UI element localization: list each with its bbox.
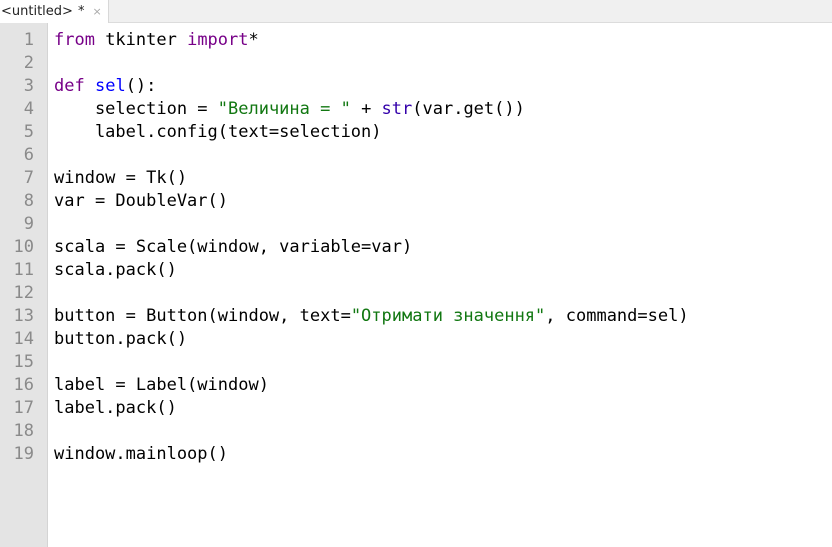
line-number: 16 [13,375,34,395]
line-number: 12 [13,283,34,303]
code-line[interactable]: from tkinter import* [54,29,829,52]
code-line[interactable]: window.mainloop() [54,443,829,466]
tab-bar: <untitled> * × [0,0,832,23]
line-number: 15 [13,352,34,372]
code-line[interactable] [54,282,829,305]
tab-title: <untitled> [1,4,73,19]
code-line[interactable] [54,144,829,167]
code-token: str [381,99,413,119]
code-token: def [54,76,85,96]
code-token: tkinter [94,30,188,50]
code-line[interactable]: selection = "Величина = " + str(var.get(… [54,98,829,121]
line-number: 14 [13,329,34,349]
code-line[interactable] [54,213,829,236]
code-token: scala.pack() [54,260,177,280]
code-line[interactable] [54,52,829,75]
line-number: 19 [13,444,34,464]
line-number: 5 [23,122,34,142]
code-token: "Отримати значення" [350,306,546,326]
line-number: 9 [23,214,34,234]
code-token: label.config(text=selection) [54,122,382,142]
line-number: 6 [23,145,34,165]
code-token: scala = Scale(window, variable=var) [54,237,413,257]
line-number: 3 [23,76,34,96]
line-number: 10 [13,237,34,257]
line-number: 17 [13,398,34,418]
tab-untitled[interactable]: <untitled> * × [0,0,109,23]
line-number: 8 [23,191,34,211]
line-number: 7 [23,168,34,188]
code-line[interactable]: scala.pack() [54,259,829,282]
code-line[interactable]: label.pack() [54,397,829,420]
line-number: 11 [13,260,34,280]
code-line[interactable]: var = DoubleVar() [54,190,829,213]
code-line[interactable]: scala = Scale(window, variable=var) [54,236,829,259]
close-icon[interactable]: × [92,5,102,18]
gutter-divider [47,23,48,547]
code-line[interactable]: button.pack() [54,328,829,351]
code-token: window = Tk() [54,168,188,188]
code-line[interactable]: def sel(): [54,75,829,98]
code-token: var = DoubleVar() [54,191,228,211]
code-token: sel [94,76,126,96]
tab-modified-indicator: * [77,4,85,19]
line-number-gutter [0,23,47,547]
code-token: from [54,30,95,50]
code-line[interactable] [54,351,829,374]
code-token: window.mainloop() [54,444,228,464]
code-area[interactable]: from tkinter import* def sel(): selection… [54,29,829,466]
code-line[interactable] [54,420,829,443]
line-number: 18 [13,421,34,441]
code-token: label = Label(window) [54,375,269,395]
code-line[interactable]: button = Button(window, text="Отримати з… [54,305,829,328]
code-line[interactable]: window = Tk() [54,167,829,190]
line-number: 1 [23,30,34,50]
code-token [85,76,95,96]
code-token: (var.get()) [412,99,525,119]
code-token: (): [125,76,157,96]
code-token: button = Button(window, text= [54,306,351,326]
line-number: 4 [23,99,34,119]
code-token: label.pack() [54,398,177,418]
code-token: "Величина = " [217,99,351,119]
code-token: button.pack() [54,329,188,349]
line-number: 13 [13,306,34,326]
code-token: selection = [54,99,218,119]
code-line[interactable]: label = Label(window) [54,374,829,397]
code-token: * [248,30,259,50]
code-token: + [350,99,382,119]
code-line[interactable]: label.config(text=selection) [54,121,829,144]
code-token: import [187,30,249,50]
line-number: 2 [23,53,34,73]
code-token: , command=sel) [545,306,689,326]
